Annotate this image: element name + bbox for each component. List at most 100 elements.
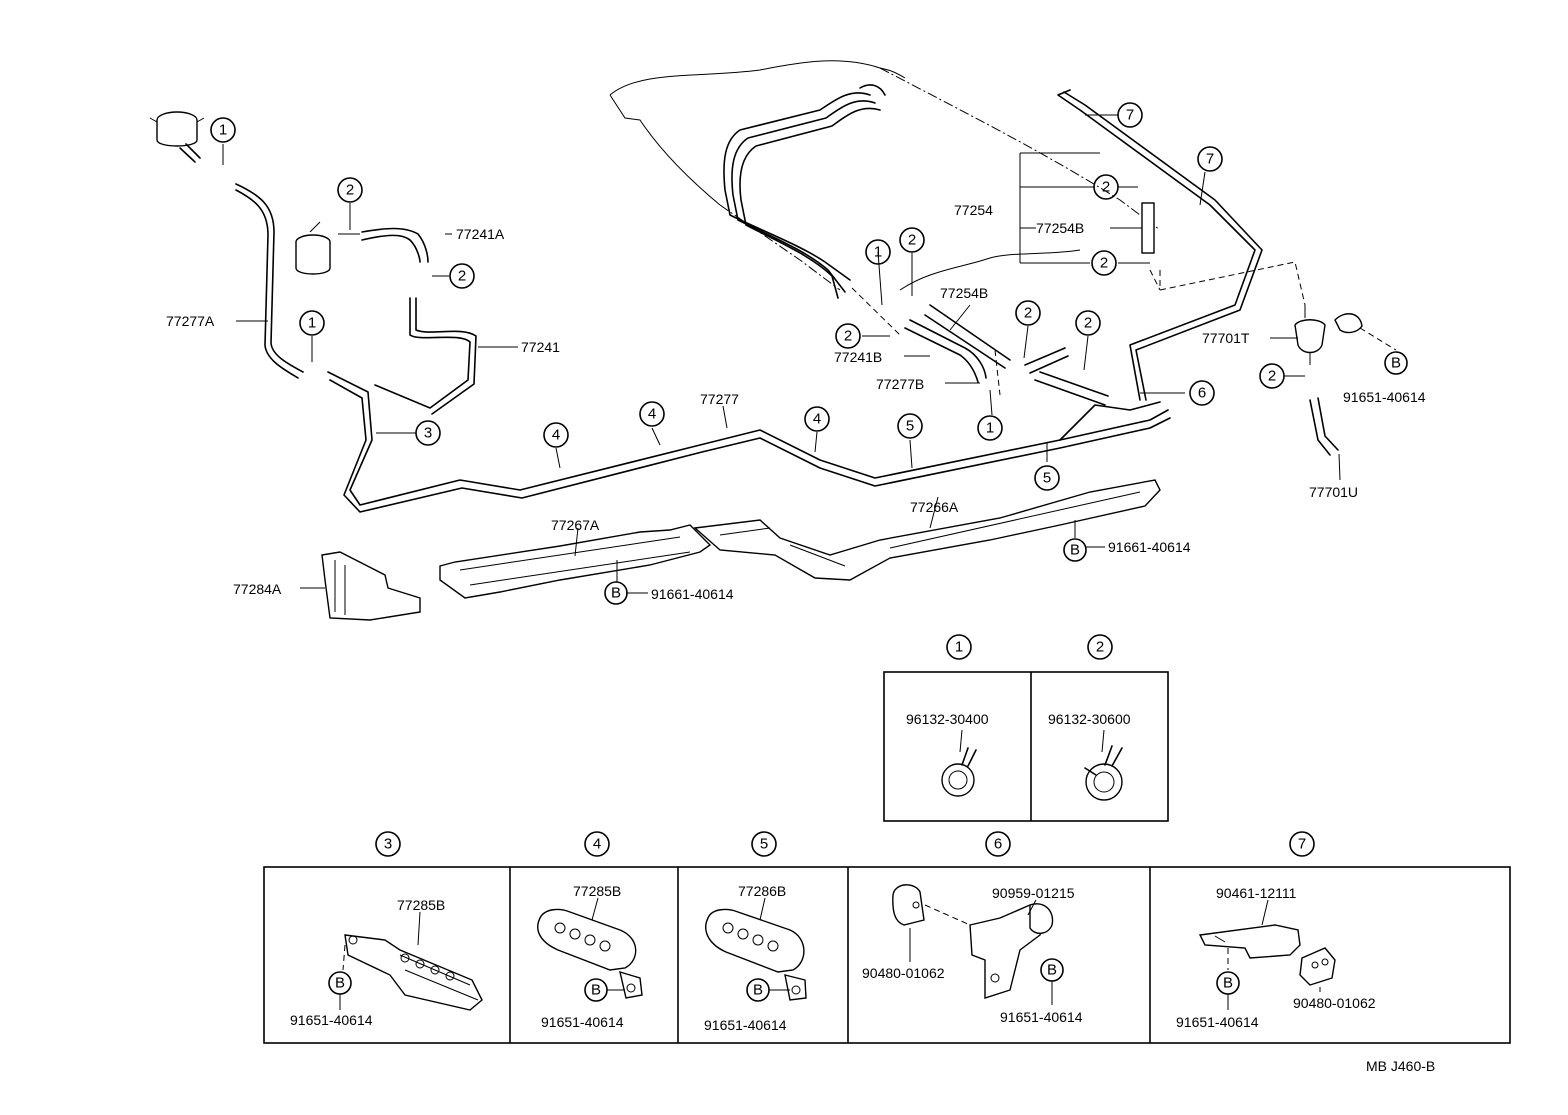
callout-2-e: 2 (1015, 300, 1041, 326)
svg-text:5: 5 (906, 418, 914, 435)
svg-text:1: 1 (955, 639, 963, 656)
detail-header-7: 7 (1289, 831, 1315, 857)
label-77701U: 77701U (1309, 484, 1358, 500)
svg-text:B: B (1070, 542, 1080, 559)
protector-77266A (693, 479, 1161, 581)
label-77285B-d3: 77285B (397, 897, 445, 913)
hoses-center (904, 202, 1155, 406)
detail-header-5: 5 (751, 831, 777, 857)
svg-text:B: B (611, 585, 621, 602)
label-91651-d7: 91651-40614 (1176, 1014, 1259, 1030)
svg-text:4: 4 (552, 427, 560, 444)
label-77241: 77241 (521, 339, 560, 355)
detail-group-clamps: 1 2 96132-30400 96132-30600 (883, 634, 1169, 822)
diagram-code: MB J460-B (1366, 1058, 1435, 1074)
callout-4-c: 4 (804, 406, 830, 432)
svg-text:1: 1 (986, 420, 994, 437)
callout-6-main: 6 (1189, 380, 1215, 406)
label-90480-d6: 90480-01062 (862, 965, 945, 981)
protector-77267A (439, 524, 712, 599)
callout-2-b: 2 (449, 263, 475, 289)
label-77286B-d5: 77286B (738, 883, 786, 899)
label-77267A: 77267A (551, 517, 600, 533)
label-90959-01215: 90959-01215 (992, 885, 1075, 901)
callout-2-g: 2 (1093, 174, 1119, 200)
callout-2-a: 2 (337, 177, 363, 203)
vsv-77701T (1294, 305, 1363, 365)
bolt-B-d3: B (328, 971, 352, 995)
callout-7-b: 7 (1197, 146, 1223, 172)
label-77241B: 77241B (834, 349, 882, 365)
callout-5-a: 5 (897, 413, 923, 439)
label-96132-30600: 96132-30600 (1048, 711, 1131, 727)
label-96132-30400: 96132-30400 (906, 711, 989, 727)
bracket-77284A (321, 551, 421, 621)
bolt-B-a: B (1384, 351, 1408, 375)
clamp-2-icon (1084, 729, 1123, 801)
detail-header-6: 6 (985, 831, 1011, 857)
label-91651-d6: 91651-40614 (1000, 1009, 1083, 1025)
label-91651-top: 91651-40614 (1343, 389, 1426, 405)
label-77254B-a: 77254B (1036, 220, 1084, 236)
canister-left (149, 111, 205, 163)
svg-text:2: 2 (1102, 179, 1110, 196)
svg-text:4: 4 (593, 836, 601, 853)
svg-text:B: B (1047, 962, 1057, 979)
callout-1-a: 1 (210, 117, 236, 143)
callout-7-a: 7 (1117, 102, 1143, 128)
callout-2-f: 2 (1075, 310, 1101, 336)
main-line-77277 (327, 371, 1171, 513)
hose-77277A (235, 183, 304, 379)
svg-text:2: 2 (1084, 315, 1092, 332)
clip-3-icon (342, 911, 483, 1011)
callout-3-main: 3 (415, 420, 441, 446)
label-77285B-d4: 77285B (573, 883, 621, 899)
label-90480-d7: 90480-01062 (1293, 995, 1376, 1011)
callout-4-b: 4 (639, 401, 665, 427)
svg-text:1: 1 (219, 122, 227, 139)
detail-header-1: 1 (946, 634, 972, 660)
line-right-upper (1057, 89, 1263, 401)
svg-text:2: 2 (458, 268, 466, 285)
label-91661-b: 91661-40614 (651, 586, 734, 602)
bolt-B-b: B (1063, 538, 1087, 562)
svg-text:B: B (335, 975, 345, 992)
svg-text:7: 7 (1126, 107, 1134, 124)
bolt-B-d5: B (746, 978, 770, 1002)
label-77266A: 77266A (910, 499, 959, 515)
svg-text:2: 2 (1268, 368, 1276, 385)
label-77701T: 77701T (1202, 330, 1250, 346)
line-77241 (374, 297, 477, 415)
callout-1-b: 1 (299, 310, 325, 336)
callout-1-d: 1 (865, 239, 891, 265)
tank-top-line-bundle (723, 84, 886, 299)
clamp-1-icon (941, 729, 977, 797)
callout-4-a: 4 (543, 422, 569, 448)
label-77277: 77277 (700, 391, 739, 407)
svg-text:5: 5 (1043, 470, 1051, 487)
svg-text:2: 2 (1100, 255, 1108, 272)
part-labels-main: 77241A 77277A 77241 77277 77254 77254B 7… (166, 202, 1426, 602)
svg-text:2: 2 (1024, 305, 1032, 322)
label-91651-d3: 91651-40614 (290, 1012, 373, 1028)
bolt-B-d6: B (1040, 958, 1064, 982)
filter-small (295, 221, 331, 275)
label-77241A: 77241A (456, 226, 505, 242)
detail-header-3: 3 (375, 831, 401, 857)
svg-text:2: 2 (346, 182, 354, 199)
detail-header-2: 2 (1087, 634, 1113, 660)
svg-text:2: 2 (908, 232, 916, 249)
svg-text:4: 4 (648, 406, 656, 423)
svg-text:2: 2 (844, 328, 852, 345)
bolt-B-d4: B (584, 978, 608, 1002)
callout-2-i: 2 (1259, 363, 1285, 389)
hose-77241A (361, 227, 429, 263)
svg-text:7: 7 (1298, 836, 1306, 853)
clip-4-icon (537, 897, 643, 999)
clip-7-icon (1198, 899, 1336, 986)
label-91651-d5: 91651-40614 (704, 1017, 787, 1033)
svg-text:6: 6 (994, 836, 1002, 853)
svg-text:B: B (1391, 355, 1401, 372)
svg-text:B: B (1223, 975, 1233, 992)
